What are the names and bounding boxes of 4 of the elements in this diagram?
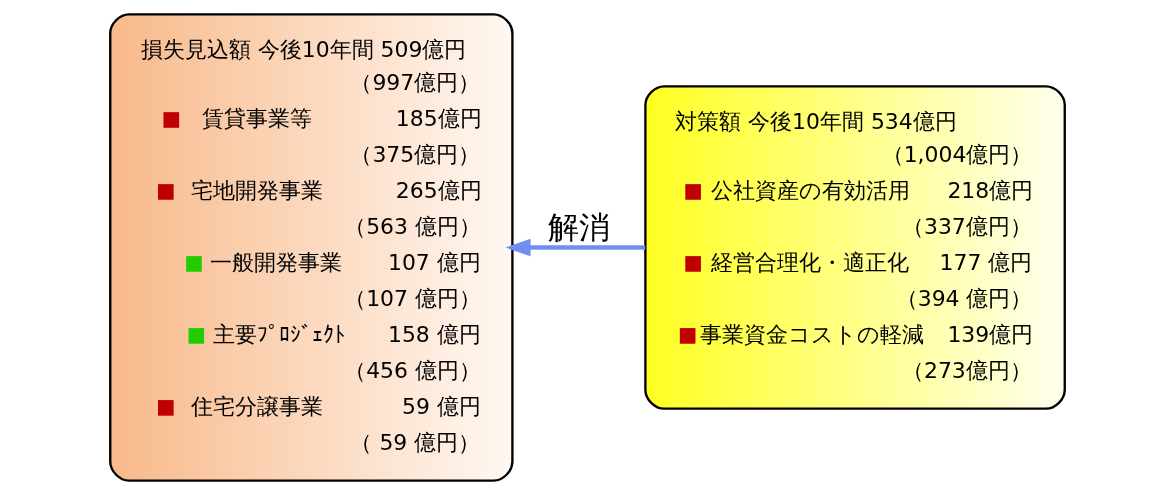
node-box: 対策額 今後10年間 534億円 （1,004億円） 公社資産の有効活用 218億円 （337億円） 経営合理化・適正化 177 億円 （394 億円） 事業資金コストの軽減 139億円 （273億円） [643, 85, 1066, 410]
arrow [505, 238, 645, 257]
edge-label: 解消 [547, 209, 610, 246]
node-box: 損失見込額 今後10年間 509億円 （997億円） 賃貸事業等 185億円 （375億円） 宅地開発事業 265億円 （563 億円） 一般開発事業 107 億円 （107 億円） 主要ﾌﾟﾛｼﾞｪｸﾄ 158 億円 （456 億円） 住宅分譲事業 59 億円 （ 59 億円） [108, 13, 514, 482]
